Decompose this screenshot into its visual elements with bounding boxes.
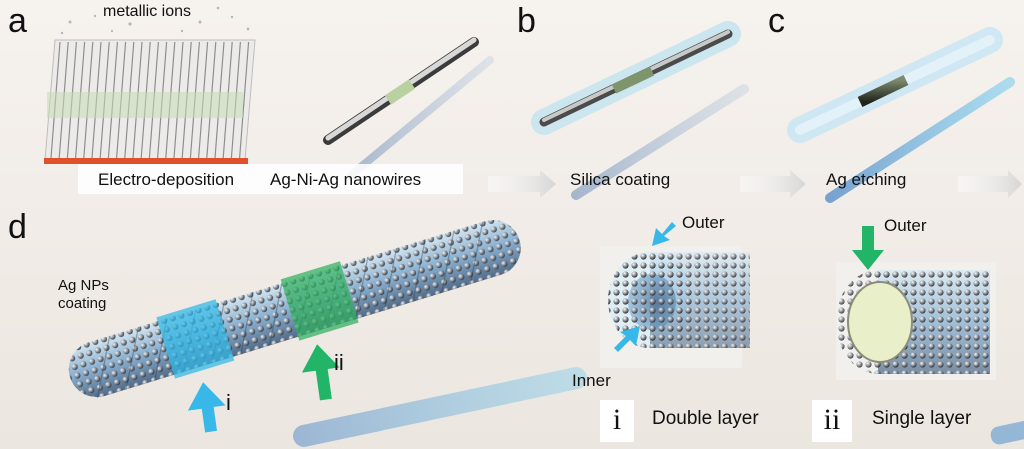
arrow-i-icon [187, 382, 226, 433]
ni-segment [384, 79, 416, 105]
double-layer-cross-section [600, 246, 750, 368]
ag-nps-label: Ag NPs [58, 277, 109, 294]
metallic-ions-label: metallic ions [103, 3, 192, 20]
numeral-ii-box: ii [812, 400, 852, 442]
outer-label-i: Outer [682, 213, 725, 232]
panel-letter-a: a [8, 2, 27, 40]
arrow-ii-icon [301, 344, 340, 401]
marker-i-band [156, 299, 235, 379]
template-membrane [44, 39, 256, 164]
panel-letter-d: d [8, 208, 27, 246]
arrow-ii-label: ii [334, 350, 344, 375]
ni-layer-band [47, 92, 243, 118]
double-layer-label: Double layer [652, 408, 759, 429]
np-coated-tube [68, 220, 521, 399]
nanowires-label: Ag-Ni-Ag nanowires [270, 170, 422, 189]
numeral-i-box: i [600, 400, 634, 442]
inner-arrow-icon [614, 326, 640, 352]
inner-label: Inner [572, 371, 611, 390]
etched-nanowire [787, 27, 1015, 203]
electro-deposition-label: Electro-deposition [98, 170, 235, 189]
single-layer-label: Single layer [872, 408, 972, 429]
panel-letter-c: c [768, 2, 785, 40]
corner-shadow [990, 417, 1024, 445]
marker-ii-band [280, 261, 359, 341]
outer-arrow-i-icon [652, 222, 676, 246]
core-end-face [847, 281, 913, 363]
metallic-ion-dots [60, 6, 250, 35]
silica-coated-nanowire [531, 21, 749, 200]
flow-arrows [488, 170, 1022, 198]
outer-label-ii: Outer [884, 216, 927, 235]
panel-a-caption-banner [78, 164, 463, 194]
arrow-i-label: i [226, 390, 231, 415]
silica-coating-label: Silica coating [570, 170, 671, 189]
coating-label: coating [58, 295, 107, 312]
ag-ni-ag-nanowire [323, 37, 494, 180]
single-layer-cross-section [836, 262, 996, 380]
template-pore [239, 41, 250, 159]
panel-letter-b: b [517, 2, 536, 40]
ag-etching-label: Ag etching [826, 170, 907, 189]
tube-shadow [293, 367, 587, 447]
electrode-layer [44, 158, 248, 164]
outer-arrow-ii-icon [852, 226, 884, 270]
